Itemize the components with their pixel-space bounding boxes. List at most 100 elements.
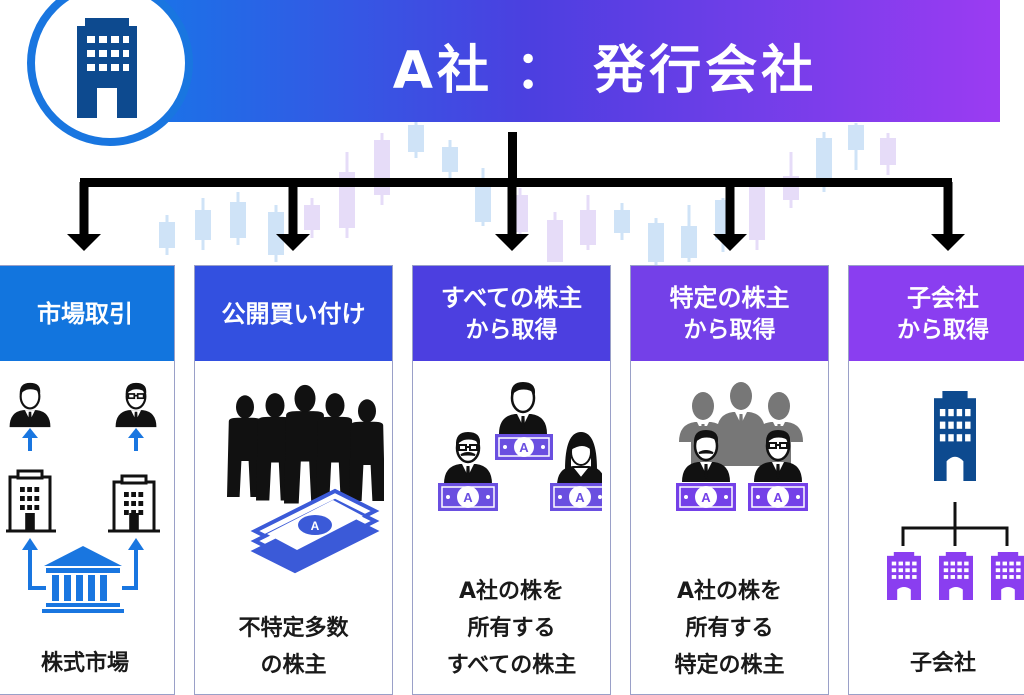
arrow-shaft: [288, 182, 298, 234]
card-header-line: から取得: [897, 316, 989, 343]
arrow-shaft: [725, 182, 735, 234]
method-card-tob: 公開買い付け A 不特定多数の株主: [194, 265, 393, 695]
company-building-icon: [4, 469, 56, 533]
candle-body: [159, 222, 175, 248]
specific-shareholders-icon: A A: [676, 382, 808, 511]
cash-stack-icon: A: [250, 488, 380, 574]
card-header-line: すべての株主: [440, 283, 583, 312]
stock-market-icon: [4, 382, 160, 613]
caption-line: A社の株を: [676, 579, 783, 604]
candle-body: [547, 220, 563, 262]
crowd-with-cash-icon: A: [227, 384, 385, 574]
arrow-down-icon: [931, 234, 965, 251]
subsidiary-building-icon: [887, 552, 921, 600]
caption-line: A社の株を: [458, 579, 565, 604]
card-header-line: から取得: [683, 316, 776, 343]
card-header: 公開買い付け: [195, 266, 392, 361]
card-header-line: 特定の株主: [669, 283, 790, 312]
svg-text:A: A: [701, 490, 711, 505]
svg-text:A: A: [773, 490, 783, 505]
card-illustration: [4, 366, 166, 630]
caption-line: 不特定多数: [238, 616, 349, 641]
share-certificate-icon: A: [676, 483, 736, 511]
caption-line: 所有する: [685, 616, 774, 641]
arrow-shaft: [79, 182, 89, 234]
card-header: 市場取引: [0, 266, 174, 361]
card-caption: 子会社: [849, 645, 1024, 682]
svg-text:A: A: [463, 490, 473, 505]
share-certificate-icon: A: [550, 483, 610, 511]
svg-text:A: A: [519, 440, 529, 455]
arrow-shaft: [507, 182, 517, 234]
svg-text:A: A: [311, 519, 320, 533]
method-card-subsidiary: 子会社から取得子会社: [848, 265, 1024, 695]
candle-body: [580, 210, 596, 245]
candle-body: [268, 212, 284, 255]
candle-body: [681, 226, 697, 258]
shareholder-icon: [557, 432, 605, 486]
investor-icon: [115, 382, 157, 428]
card-caption: 株式市場: [0, 645, 174, 682]
shareholder-icon: [682, 430, 730, 482]
subsidiary-building-icon: [939, 552, 973, 600]
candle-body: [195, 210, 211, 240]
card-caption: A社の株を所有するすべての株主: [413, 573, 610, 684]
caption-line: 特定の株主: [674, 653, 785, 678]
arrow-shaft: [943, 182, 953, 234]
arrow-down-icon: [276, 234, 310, 251]
investor-icon: [9, 382, 51, 428]
arrow-down-icon: [713, 234, 747, 251]
candle-body: [614, 210, 630, 233]
card-illustration: [859, 366, 1024, 630]
card-illustration: A A A: [423, 366, 610, 630]
trunk-line: [508, 132, 517, 187]
card-header-line: 市場取引: [37, 299, 133, 328]
card-header: すべての株主から取得: [413, 266, 610, 361]
card-caption: 不特定多数の株主: [195, 610, 392, 684]
card-header-line: から取得: [465, 316, 558, 343]
subsidiary-building-icon: [991, 552, 1024, 600]
arrow-up-icon: [22, 538, 144, 590]
shareholder-icon: [444, 432, 492, 484]
caption-line: 株式市場: [40, 651, 129, 676]
card-header-line: 子会社: [907, 283, 979, 312]
org-tree-lines: [901, 502, 1009, 546]
candle-body: [648, 223, 664, 262]
candle-body: [408, 125, 424, 152]
caption-line: 子会社: [909, 651, 976, 676]
arrow-down-icon: [495, 234, 529, 251]
candle-body: [230, 202, 246, 238]
candle-body: [816, 138, 832, 180]
header-banner: A社 ： 発行会社: [150, 0, 1000, 122]
candle-body: [749, 187, 765, 240]
company-building-icon: [108, 474, 160, 533]
banner-title: A社 ： 発行会社: [392, 41, 818, 101]
svg-text:A: A: [575, 490, 585, 505]
company-logo-circle: [27, 0, 193, 146]
card-header: 特定の株主から取得: [631, 266, 828, 361]
candle-body: [475, 182, 491, 222]
card-header: 子会社から取得: [849, 266, 1024, 361]
parent-company-icon: [934, 391, 976, 481]
arrow-down-icon: [67, 234, 101, 251]
candle-body: [304, 205, 320, 230]
arrow-up-icon: [22, 428, 144, 451]
shareholder-icon: [754, 430, 802, 482]
method-card-specific-holders: 特定の株主から取得 A A A社の株を所有する特定の株主: [630, 265, 829, 695]
shareholder-icon: [499, 382, 547, 434]
shareholders-icon: A A A: [438, 382, 610, 511]
share-certificate-icon: A: [438, 483, 498, 511]
share-certificate-icon: A: [748, 483, 808, 511]
method-card-all-holders: すべての株主から取得 A A A A社の株を所有するすべての株主: [412, 265, 611, 695]
subsidiary-tree-icon: [887, 391, 1024, 600]
candle-body: [848, 125, 864, 150]
candle-body: [442, 147, 458, 172]
share-certificate-icon: A: [495, 434, 553, 460]
card-caption: A社の株を所有する特定の株主: [631, 573, 828, 684]
caption-line: すべての株主: [446, 653, 577, 678]
office-building-icon: [77, 18, 137, 118]
caption-line: 所有する: [467, 616, 556, 641]
crowd-silhouette-icon: [227, 384, 385, 504]
method-card-market: 市場取引株式市場: [0, 265, 175, 695]
